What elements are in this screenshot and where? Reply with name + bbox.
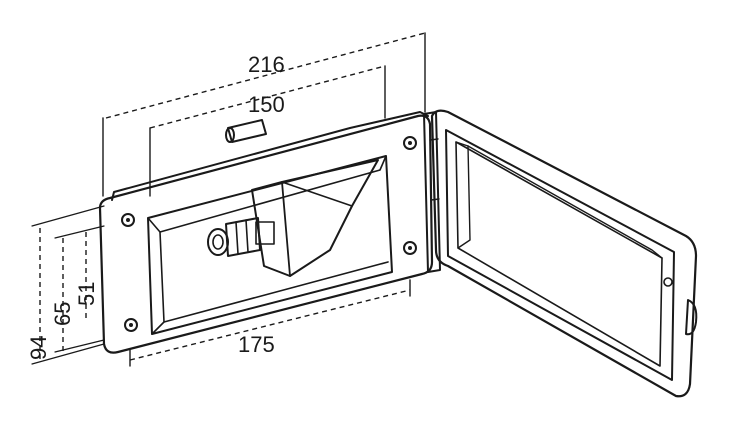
tap-connector [207, 217, 261, 257]
dimension-lines [31, 32, 426, 367]
dim-label-94: 94 [26, 336, 51, 360]
door-lid [430, 109, 698, 398]
dim-label-216: 216 [248, 52, 285, 77]
dim-label-51: 51 [74, 282, 99, 306]
rear-pipe [225, 119, 267, 143]
valve-block [251, 159, 379, 277]
dim-label-175: 175 [238, 332, 275, 357]
dim-label-65: 65 [50, 302, 75, 326]
dim-label-150: 150 [248, 92, 285, 117]
frame-housing [98, 111, 434, 354]
frame-screws [121, 136, 417, 332]
